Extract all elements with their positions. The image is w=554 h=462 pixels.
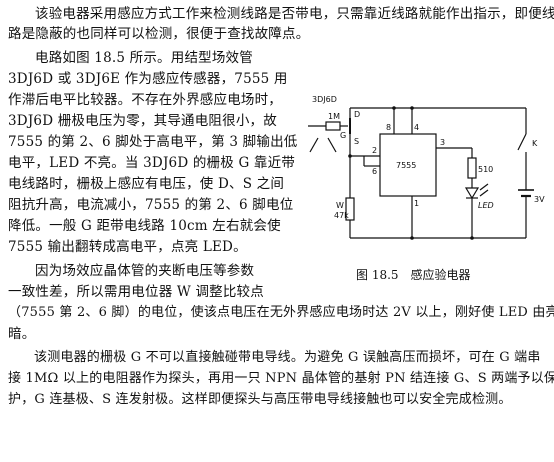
junction-dot xyxy=(348,154,352,158)
led-arrow-1 xyxy=(479,183,489,191)
circuit-diagram: 3DJ6D D G S 1M 7555 8 4 2 6 3 1 510 LED … xyxy=(308,95,545,240)
paragraph-3-line-3: （7555 第 2、6 脚）的电位，使该点电压在无外界感应电场时达 2V 以上，… xyxy=(8,305,554,320)
paragraph-2-line-5: 7555 的第 2、6 脚处于高电平，第 3 脚输出低 xyxy=(8,134,298,150)
paragraph-4-line-3: 护，G 连基极、S 连发射极。这样即便探头与高压带电导线接触也可以安全完成检测。 xyxy=(8,392,512,407)
paragraph-2-line-7: 电线路时，栅极上感应有电压，使 D、S 之间 xyxy=(8,176,285,192)
label-pin2: 2 xyxy=(372,146,377,155)
label-s: S xyxy=(354,137,359,146)
junction-dot xyxy=(410,106,414,110)
label-fet: 3DJ6D xyxy=(312,95,337,104)
label-d: D xyxy=(354,110,360,119)
label-pin1: 1 xyxy=(414,199,419,208)
paragraph-2-line-3: 作滞后电平比较器。不存在外界感应电场时， xyxy=(8,92,282,108)
label-g: G xyxy=(340,131,346,140)
paragraph-4-line-1: 该测电器的栅极 G 不可以直接触碰带电导线。为避免 G 误触高压而损坏，可在 G… xyxy=(34,350,541,365)
paragraph-2-line-6: 电平，LED 不亮。当 3DJ6D 的栅极 G 靠近带 xyxy=(8,155,296,171)
paragraph-1-line-1: 该验电器采用感应方式工作来检测线路是否带电，只需靠近线路就能作出指示，即便线 xyxy=(35,6,554,22)
ic-7555-body xyxy=(379,133,437,197)
paragraph-2-line-8: 阻抗升高，电流减小，7555 的第 2、6 脚电位 xyxy=(8,197,294,213)
led-symbol xyxy=(464,187,480,200)
paragraph-2-line-1: 电路如图 18.5 所示。用结型场效管 xyxy=(35,50,253,66)
label-led: LED xyxy=(478,201,494,210)
label-switch: K xyxy=(532,139,538,148)
label-battery: 3V xyxy=(534,195,545,204)
paragraph-2-line-4: 3DJ6D 栅极电压为零，其导通电阻很小，故 xyxy=(8,113,277,129)
led-arrow-2 xyxy=(479,189,489,197)
paragraph-2-line-2: 3DJ6D 或 3DJ6E 作为感应传感器，7555 用 xyxy=(8,71,288,87)
label-pin6: 6 xyxy=(372,167,377,176)
paragraph-3-line-1: 因为场效应晶体管的夹断电压等参数 xyxy=(35,263,255,279)
paragraph-3-line-4: 暗。 xyxy=(8,326,36,342)
label-pin3: 3 xyxy=(440,138,445,147)
label-ic: 7555 xyxy=(396,161,416,170)
label-r2: 510 xyxy=(478,165,493,174)
label-pin4: 4 xyxy=(414,123,419,132)
paragraph-1-line-2: 路是隐蔽的也同样可以检测，很便于查找故障点。 xyxy=(8,26,310,42)
switch-k xyxy=(517,133,527,151)
junction-dot xyxy=(470,236,474,240)
paragraph-2-line-9: 降低。一般 G 距带电线路 10cm 左右就会使 xyxy=(8,218,281,234)
label-pot-value: 47k xyxy=(334,211,349,220)
paragraph-4-line-2: 接 1MΩ 以上的电阻器作为探头，再用一只 NPN 晶体管的基射 PN 结连接 … xyxy=(8,371,554,386)
probe-line-1 xyxy=(309,137,319,153)
label-pot: W xyxy=(336,201,344,210)
junction-dot xyxy=(410,236,414,240)
paragraph-3-line-2: 一致性差，所以需用电位器 W 调整比较点 xyxy=(8,284,264,300)
label-pin8: 8 xyxy=(386,123,391,132)
label-r1: 1M xyxy=(328,112,340,121)
paragraph-2-line-10: 7555 输出翻转成高电平，点亮 LED。 xyxy=(8,239,247,255)
figure-caption: 图 18.5 感应验电器 xyxy=(356,268,471,282)
probe-line-2 xyxy=(327,137,337,153)
resistor-510 xyxy=(467,157,477,179)
junction-dot xyxy=(392,106,396,110)
resistor-1m xyxy=(325,121,341,131)
